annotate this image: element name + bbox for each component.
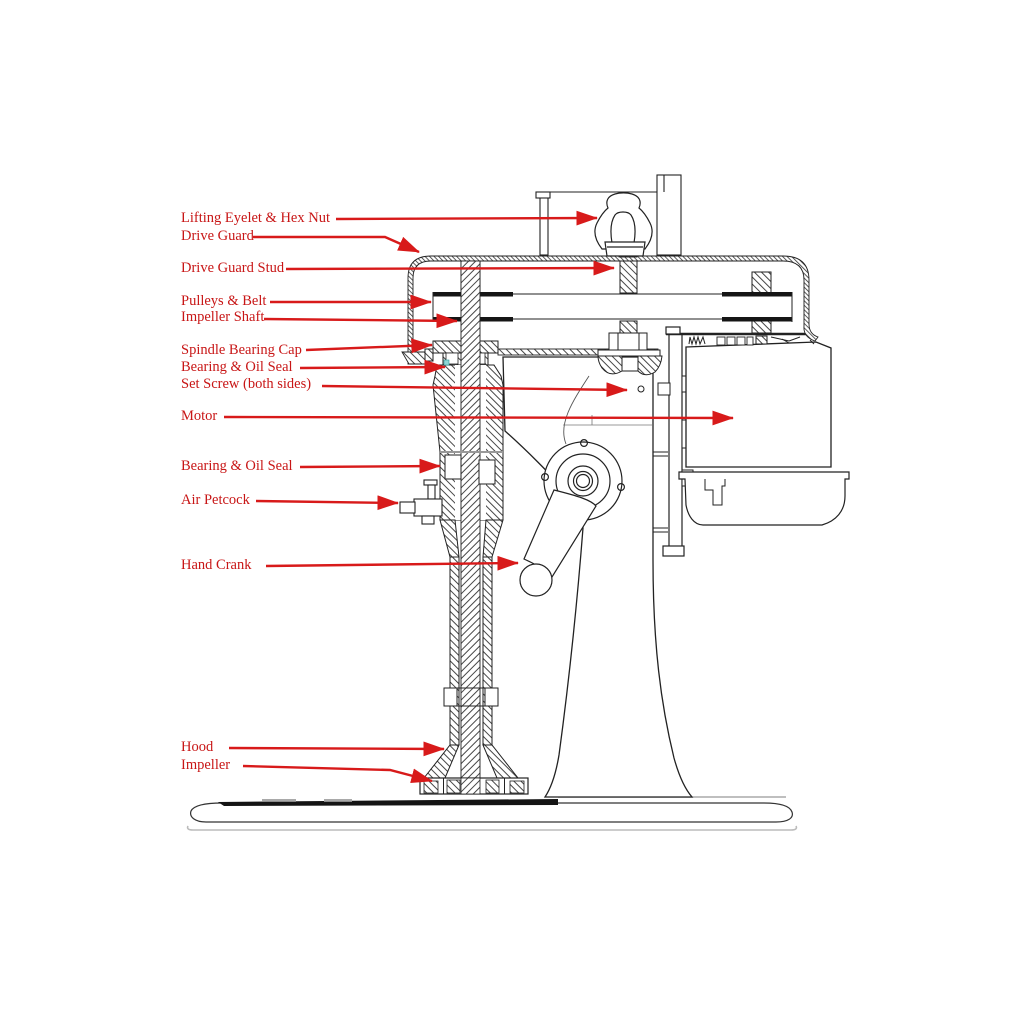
guard-foot — [401, 351, 428, 365]
hand-crank — [519, 489, 597, 597]
belt — [432, 292, 793, 322]
motor-assembly — [657, 326, 850, 557]
callout-arrow-hood — [228, 741, 445, 757]
bearing-block — [478, 459, 496, 485]
stud-hex-nut — [608, 332, 648, 351]
bearing-block — [444, 454, 462, 480]
rear-bracket — [656, 174, 682, 256]
air-petcock — [399, 479, 443, 525]
drip-basin — [678, 471, 850, 526]
guard-stud-rod — [539, 196, 549, 256]
callout-arrow-bearing-oil-seal — [299, 359, 446, 375]
stud-washer — [597, 349, 661, 357]
callout-arrow-motor — [223, 410, 734, 426]
callout-arrow-impeller — [242, 764, 433, 783]
oil-seal-highlight — [443, 359, 450, 366]
bolt-hole — [540, 473, 549, 482]
impeller-shaft — [460, 260, 481, 779]
callout-arrow-set-screw-both-sides — [321, 382, 628, 398]
callout-arrow-bearing-oil-seal — [299, 458, 441, 474]
callout-arrow-lifting-eyelet-hex-nut — [335, 210, 598, 226]
base-plate — [186, 796, 798, 831]
eyelet-nut — [604, 241, 646, 257]
bolt-hole — [616, 483, 625, 492]
crank-ball — [519, 563, 553, 597]
lifting-eyelet — [594, 192, 653, 258]
nameplate-marks — [688, 335, 706, 346]
callout-arrow-impeller-shaft — [263, 313, 458, 329]
impeller — [419, 777, 529, 795]
callout-arrow-hand-crank — [265, 555, 519, 571]
drive-guard-stud-part — [619, 260, 638, 294]
callout-arrow-drive-guard-stud — [285, 260, 615, 276]
set-screw-hole — [637, 385, 645, 393]
top-structure — [535, 174, 682, 256]
spindle-column — [399, 260, 645, 795]
motor-pulley — [751, 271, 772, 294]
drain-plug — [704, 479, 726, 506]
callout-arrow-spindle-bearing-cap — [305, 338, 433, 354]
crank-flange — [519, 439, 625, 597]
bolt-hole — [579, 439, 588, 448]
callout-arrow-drive-guard — [253, 235, 420, 254]
motor-body — [685, 335, 832, 468]
callout-arrow-air-petcock — [255, 495, 399, 511]
callout-arrows — [223, 210, 734, 783]
